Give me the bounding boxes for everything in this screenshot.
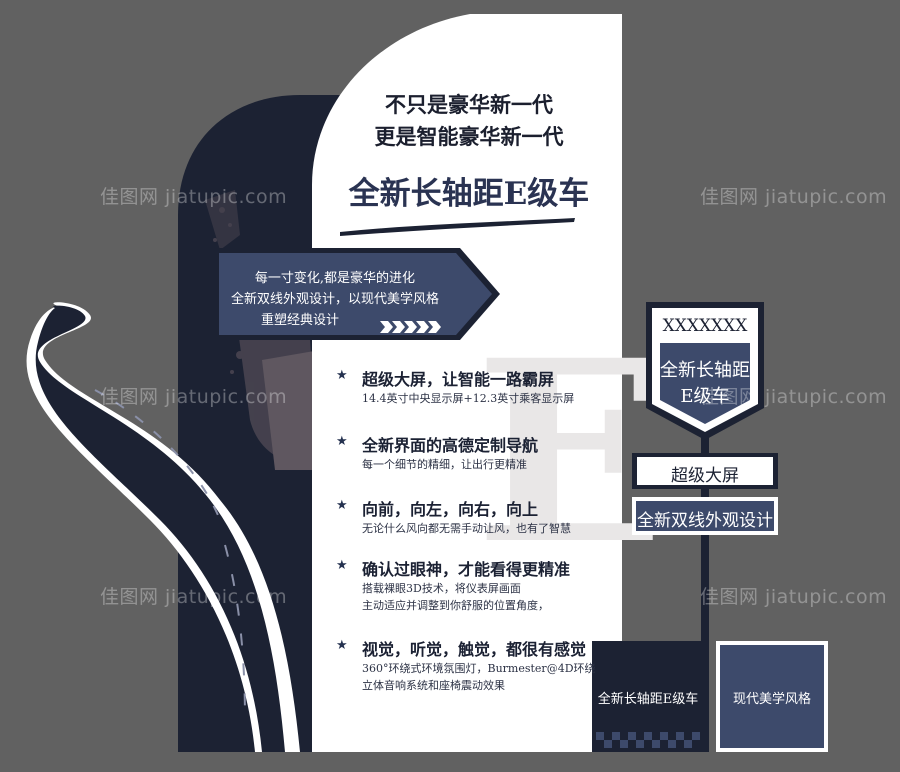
star-icon: ★ (336, 498, 348, 513)
shield-sign (646, 302, 764, 440)
banner-line-2: 全新双线外观设计，以现代美学风格 (230, 292, 439, 307)
star-icon: ★ (336, 558, 348, 573)
board-1-label: 超级大屏 (671, 466, 739, 486)
feature-title: 全新界面的高德定制导航 (362, 436, 539, 455)
headline-title: 全新长轴距E级车 (348, 176, 590, 212)
feature-item: ★ 确认过眼神，才能看得更精准 搭载裸眼3D技术，将仪表屏画面 主动适应并调整到… (336, 556, 571, 614)
road (26, 302, 300, 752)
feature-desc: 每一个细节的精细，让出行更精准 (362, 458, 527, 471)
watermark: 佳图网 jiatupic.com (700, 186, 888, 208)
sign-pole (701, 420, 709, 752)
feature-title: 确认过眼神，才能看得更精准 (362, 560, 571, 579)
banner-line-3: 重塑经典设计 (260, 313, 339, 328)
headline-line-2: 更是智能豪华新一代 (374, 124, 564, 149)
big-e-letter: E (475, 305, 666, 599)
watermark: 佳图网 jiatupic.com (700, 586, 888, 608)
star-icon: ★ (336, 434, 348, 449)
star-icon: ★ (336, 368, 348, 383)
bottom-right-label: 现代美学风格 (732, 692, 811, 707)
feature-desc: 立体音响系统和座椅震动效果 (362, 679, 505, 692)
feature-title: 向前，向左，向右，向上 (362, 500, 539, 519)
feature-item: ★ 向前，向左，向右，向上 无论什么风向都无需手动让风，也有了智慧 (336, 496, 571, 537)
checker-strip (596, 732, 700, 748)
feature-desc: 360°环绕式环境氛围灯，Burmester@4D环绕 (362, 662, 596, 675)
feature-desc: 无论什么风向都无需手动让风，也有了智慧 (362, 522, 571, 535)
sign-code: XXXXXXX (662, 316, 748, 336)
splash-texture (205, 190, 320, 470)
white-panel (312, 14, 622, 752)
watermark: 佳图网 jiatupic.com (100, 186, 288, 208)
feature-desc: 主动适应并调整到你舒服的位置角度， (362, 599, 549, 612)
feature-title: 超级大屏，让智能一路霸屏 (362, 370, 555, 389)
bottom-left-label: 全新长轴距E级车 (597, 692, 699, 707)
banner-text: 每一寸变化,都是豪华的进化 全新双线外观设计，以现代美学风格 重塑经典设计 (219, 268, 451, 331)
feature-item: ★ 视觉，听觉，触觉，都很有感觉 360°环绕式环境氛围灯，Burmester@… (336, 636, 596, 694)
sign-name-line-1: 全新长轴距 (660, 360, 750, 381)
board-2-label: 全新双线外观设计 (637, 511, 773, 531)
feature-desc: 搭载裸眼3D技术，将仪表屏画面 (362, 582, 521, 595)
watermark: 佳图网 jiatupic.com (700, 386, 888, 408)
watermark: 佳图网 jiatupic.com (100, 386, 288, 408)
headline-line-1: 不只是豪华新一代 (385, 92, 553, 117)
feature-title: 视觉，听觉，触觉，都很有感觉 (362, 640, 587, 659)
watermark: 佳图网 jiatupic.com (100, 586, 288, 608)
banner-arrow (214, 248, 500, 340)
chevron-stripes (380, 321, 441, 333)
feature-item: ★ 全新界面的高德定制导航 每一个细节的精细，让出行更精准 (336, 432, 539, 473)
sign-name-line-2: E级车 (680, 386, 730, 407)
banner-line-1: 每一寸变化,都是豪华的进化 (254, 271, 416, 286)
feature-item: ★ 超级大屏，让智能一路霸屏 14.4英寸中央显示屏+12.3英寸乘客显示屏 (336, 366, 575, 407)
brush-stroke (340, 218, 575, 236)
star-icon: ★ (336, 638, 348, 653)
feature-desc: 14.4英寸中央显示屏+12.3英寸乘客显示屏 (362, 392, 575, 405)
